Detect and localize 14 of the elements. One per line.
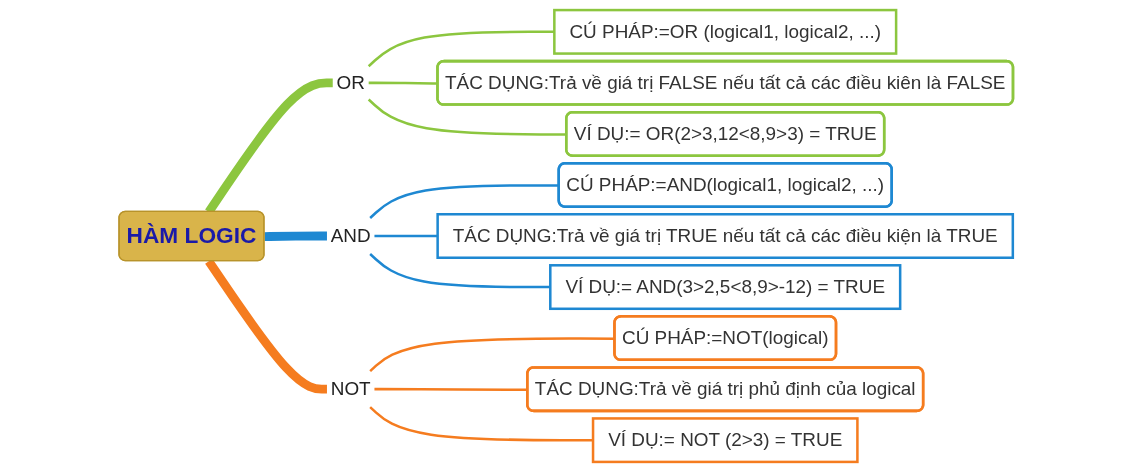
connector (367, 98, 567, 136)
connector (374, 387, 528, 391)
connector (369, 253, 551, 289)
connector (367, 30, 555, 68)
node-box: TÁC DỤNG:Trả về giá trị TRUE nếu tất cả các điều kiện là TRUE (436, 213, 1015, 259)
node-text: OR (336, 71, 365, 93)
connector (369, 406, 594, 442)
node-text: NOT (330, 377, 371, 399)
connector (374, 234, 438, 238)
node-box: VÍ DỤ:= AND(3>2,5<8,9>-12) = TRUE (549, 264, 902, 311)
node-box: VÍ DỤ:= NOT (2>3) = TRUE (591, 417, 859, 464)
connector (264, 231, 327, 242)
node-text: AND (330, 224, 371, 246)
node-box: CÚ PHÁP:=OR (logical1, logical2, ...) (553, 8, 898, 55)
